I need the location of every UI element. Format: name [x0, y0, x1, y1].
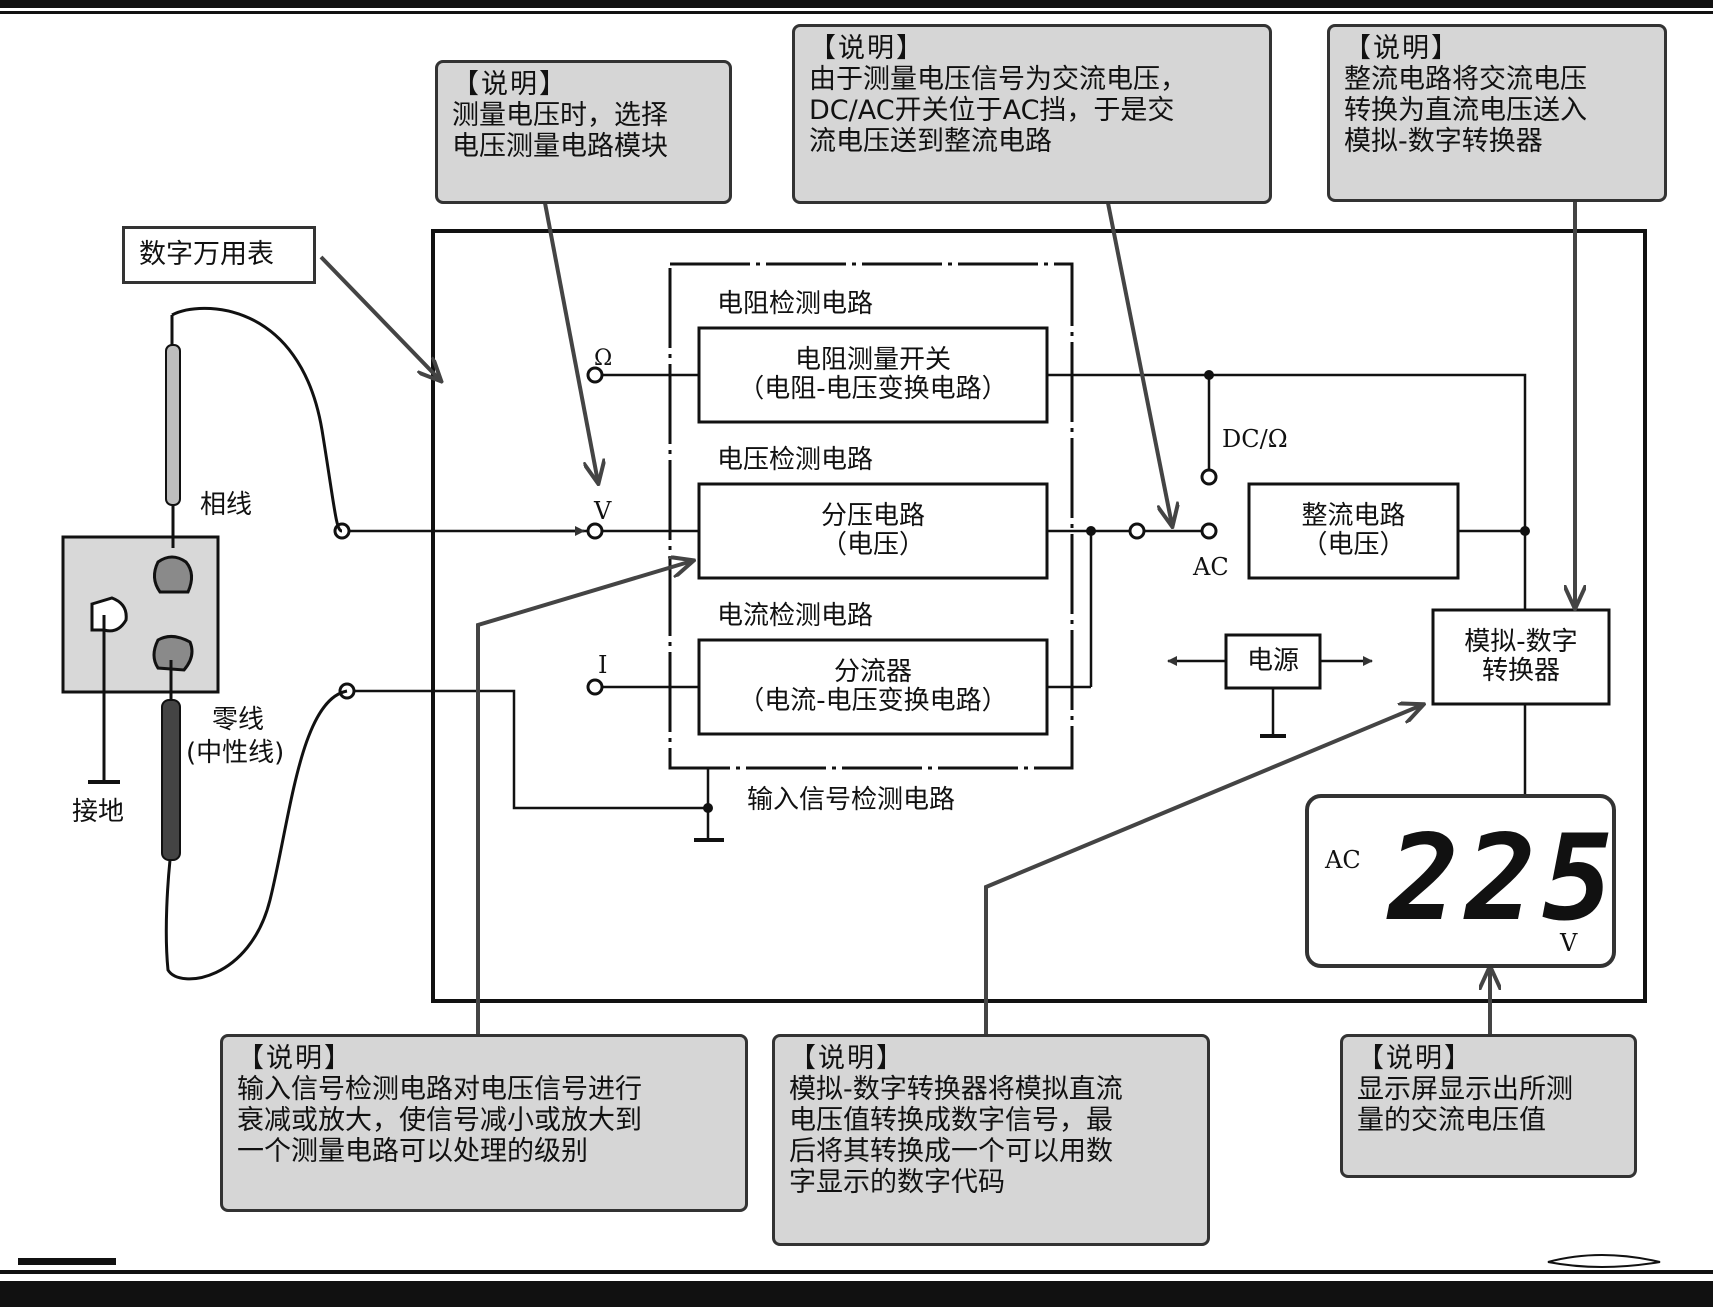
shunt-block: [697, 638, 1049, 736]
block-line: 整流电路: [1301, 501, 1406, 531]
note-line: DC/AC开关位于AC挡，于是交: [809, 95, 1175, 126]
ohm-terminal-circle: [586, 366, 604, 384]
meter-title-box: 数字万用表: [122, 226, 316, 284]
note-head: 【说明】: [237, 1043, 353, 1074]
note-line: 测量电压时，选择: [452, 100, 668, 131]
wall-socket: [61, 535, 220, 694]
display-reading: 225: [1388, 809, 1620, 947]
note-line: 显示屏显示出所测: [1357, 1074, 1573, 1105]
dc-ohm-contact: [1200, 468, 1218, 486]
ground-label: 接地: [72, 797, 125, 827]
block-line: （电阻-电压变换电路）: [738, 374, 1008, 404]
meter-title: 数字万用表: [139, 239, 274, 270]
block-line: 电阻测量开关: [794, 345, 951, 375]
bottom-bar-thin: [0, 1270, 1713, 1274]
top-bar: [0, 0, 1713, 8]
note-line: 转换为直流电压送入: [1344, 95, 1587, 126]
black-lead: [164, 689, 348, 981]
black-probe: [161, 699, 181, 861]
display-mode: AC: [1325, 846, 1361, 874]
display-unit: V: [1560, 929, 1578, 957]
red-probe: [165, 344, 181, 506]
rectifier-block: [1247, 482, 1460, 580]
note-adc: 【说明】 模拟-数字转换器将模拟直流 电压值转换成数字信号，最 后将其转换成一个…: [772, 1034, 1210, 1246]
current-group-label: 电流检测电路: [717, 601, 874, 631]
note-ac-switch: 【说明】 由于测量电压信号为交流电压， DC/AC开关位于AC挡，于是交 流电压…: [792, 24, 1272, 204]
top-bar-thin: [0, 11, 1713, 14]
shunt-label: 分流器 （电流-电压变换电路）: [699, 658, 1047, 716]
i-terminal-label: I: [598, 651, 608, 679]
block-line: （电流-电压变换电路）: [738, 686, 1008, 716]
note-head: 【说明】: [809, 33, 925, 64]
i-terminal-circle: [586, 678, 604, 696]
note-line: 模拟-数字转换器将模拟直流: [789, 1074, 1123, 1105]
red-lead: [171, 306, 343, 533]
switch-pivot: [1128, 522, 1146, 540]
input-detection-label: 输入信号检测电路: [747, 785, 956, 815]
v-terminal-circle: [586, 522, 604, 540]
phase-label: 相线: [200, 490, 253, 520]
neutral-label-sub: (中性线): [186, 738, 285, 768]
block-line: 模拟-数字: [1464, 627, 1578, 657]
wiring: [346, 373, 1527, 842]
note-input-detection: 【说明】 输入信号检测电路对电压信号进行 衰减或放大，使信号减小或放大到 一个测…: [220, 1034, 748, 1212]
res-switch-label: 电阻测量开关 （电阻-电压变换电路）: [699, 346, 1047, 404]
divider-label: 分压电路 （电压）: [699, 502, 1047, 560]
ac-switch-label: AC: [1193, 553, 1229, 581]
block-line: （电压）: [820, 530, 925, 560]
ac-contact: [1200, 522, 1218, 540]
neutral-label: 零线: [212, 705, 265, 735]
bottom-bar: [0, 1281, 1713, 1307]
note-head: 【说明】: [1344, 33, 1460, 64]
lcd-display: [1305, 794, 1616, 968]
note-line: 后将其转换成一个可以用数: [789, 1136, 1113, 1167]
note-head: 【说明】: [1357, 1043, 1473, 1074]
note-line: 一个测量电路可以处理的级别: [237, 1136, 588, 1167]
block-line: 分流器: [833, 657, 912, 687]
power-label: 电源: [1246, 646, 1299, 676]
note-line: 量的交流电压值: [1357, 1105, 1546, 1136]
input-detection-box: [668, 262, 1074, 770]
resistance-group-label: 电阻检测电路: [717, 289, 874, 319]
adc-label: 模拟-数字 转换器: [1433, 628, 1609, 686]
socket-hole-ground: [90, 596, 128, 633]
footer-mark: [18, 1258, 116, 1265]
note-line: 输入信号检测电路对电压信号进行: [237, 1074, 642, 1105]
note-line: 电压测量电路模块: [452, 131, 668, 162]
rectifier-label: 整流电路 （电压）: [1249, 502, 1458, 560]
dc-ohm-label: DC/Ω: [1222, 425, 1288, 453]
note-line: 电压值转换成数字信号，最: [789, 1105, 1113, 1136]
socket-hole-phase: [153, 555, 193, 594]
adc-block: [1431, 608, 1611, 706]
v-terminal-label: V: [594, 497, 612, 525]
note-head: 【说明】: [789, 1043, 905, 1074]
note-line: 整流电路将交流电压: [1344, 64, 1587, 95]
voltage-group-label: 电压检测电路: [717, 445, 874, 475]
divider-block: [697, 482, 1049, 580]
power-block: [1224, 633, 1322, 690]
socket-hole-neutral: [152, 635, 194, 672]
block-line: （电压）: [1301, 530, 1406, 560]
note-select-voltage: 【说明】 测量电压时，选择 电压测量电路模块: [435, 60, 732, 204]
junctions: [703, 370, 1530, 813]
block-line: 分压电路: [820, 501, 925, 531]
meter-body: [431, 229, 1647, 1003]
note-line: 流电压送到整流电路: [809, 126, 1052, 157]
note-head: 【说明】: [452, 69, 568, 100]
note-rectifier: 【说明】 整流电路将交流电压 转换为直流电压送入 模拟-数字转换器: [1327, 24, 1667, 202]
note-line: 衰减或放大，使信号减小或放大到: [237, 1105, 642, 1136]
note-line: 由于测量电压信号为交流电压，: [809, 64, 1187, 95]
ohm-terminal-label: Ω: [594, 346, 613, 371]
note-line: 字显示的数字代码: [789, 1167, 1005, 1198]
note-display: 【说明】 显示屏显示出所测 量的交流电压值: [1340, 1034, 1637, 1178]
note-line: 模拟-数字转换器: [1344, 126, 1543, 157]
block-line: 转换器: [1481, 656, 1560, 686]
